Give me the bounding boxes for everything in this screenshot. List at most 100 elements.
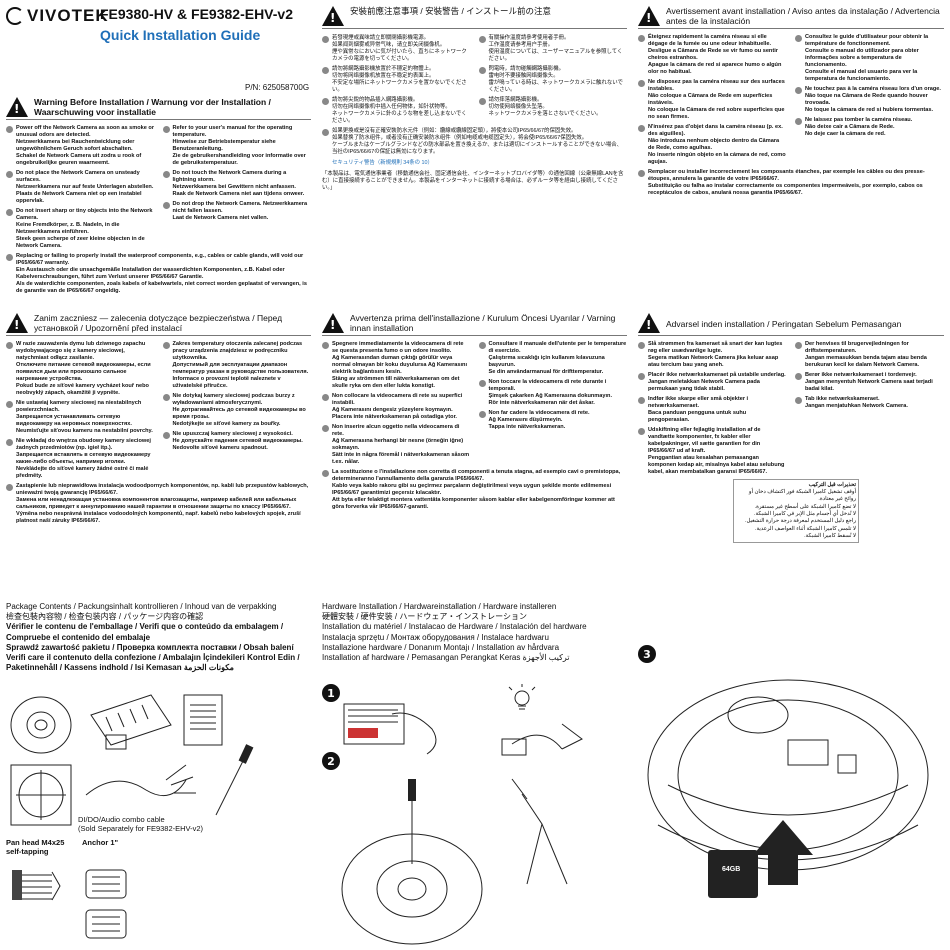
arabic-line: لا تُسقط كاميرا الشبكة. xyxy=(804,532,856,539)
lightning-icon xyxy=(162,394,170,402)
warning-fr-panel: Avertissement avant installation / Aviso… xyxy=(638,6,944,200)
thermometer-icon xyxy=(478,342,486,350)
smoke-icon xyxy=(638,342,645,349)
guide-title: Quick Installation Guide xyxy=(100,27,261,43)
waterproof-icon xyxy=(322,129,329,137)
warning-it-left-col: Spegnere immediatamente la videocamera d… xyxy=(322,341,471,469)
brand-name: VIVOTEK xyxy=(27,6,109,25)
waterproof-icon xyxy=(6,254,13,262)
warning-it-header: Avvertenza prima dell'installazione / Ku… xyxy=(322,313,627,337)
screwdriver-illustration xyxy=(215,744,254,816)
arabic-warning-box: تحذيرات قبل التركيب أوقف تشغيل كاميرا ال… xyxy=(733,478,859,544)
lightning-icon xyxy=(478,67,486,75)
warning-it-right-col: Consultare il manuale dell'utente per le… xyxy=(478,341,628,469)
sharp-object-icon xyxy=(638,396,645,404)
warning-da-panel: Advarsel inden installation / Peringatan… xyxy=(638,313,944,544)
arabic-line: لا تُدخل أي أجسام مثل الإبر في كاميرا ال… xyxy=(754,510,856,517)
warning-pl-title: Zanim zaczniesz — zalecenia dotyczące be… xyxy=(34,313,283,334)
warning-fr-left-col: Éteignez rapidement la caméra réseau si … xyxy=(638,34,787,169)
thermometer-icon xyxy=(162,126,170,134)
anchor-label: Anchor 1" xyxy=(82,838,119,847)
warning-da-right-col: Der henvises til brugervejledningen for … xyxy=(795,341,944,479)
arabic-line: أوقف تشغيل كاميرا الشبكة فور اكتشاف دخان… xyxy=(748,489,856,503)
warning-en-title: Warning Before Installation / Warnung vo… xyxy=(34,97,271,118)
warning-cjk-left-col: 若發現煙或異味請立即關閉攝影機電源。如果闻到烟雾或异常气味，请立即关闭摄像机。煙… xyxy=(322,35,471,128)
thermometer-icon xyxy=(478,36,486,43)
unsteady-surface-icon xyxy=(322,394,329,402)
warning-pl-right-col: Zakres temperatury otoczenia zalecanej p… xyxy=(162,341,312,483)
step-1-badge: 1 xyxy=(322,684,340,702)
security-warning-heading: セキュリティ警告（新規規則 34条の 10） xyxy=(332,160,433,167)
list-item: Do not drop the Network Camera. Netzwerk… xyxy=(162,201,312,222)
part-number: P/N: 625058700G xyxy=(245,83,310,92)
sharp-object-icon xyxy=(6,209,13,217)
combo-cable-illustration xyxy=(85,764,196,797)
warning-cjk-title: 安裝前應注意事項 / 安裝警告 / インストール前の注意 xyxy=(350,6,552,16)
warning-triangle-icon xyxy=(322,6,344,26)
microsd-capacity-label: 64GB xyxy=(722,866,741,873)
smoke-icon xyxy=(322,36,329,43)
list-item: Do not touch the Network Camera during a… xyxy=(162,170,312,198)
warning-da-header: Advarsel inden installation / Peringatan… xyxy=(638,313,944,336)
warning-cjk-warranty: 如果更換或是沒有正確安裝防水元件（例如：纜線或纜線固定頭），將使本公司IP65/… xyxy=(322,128,627,192)
warning-cjk-right-col: 有關操作溫度請參考使用者手冊。工作温度请参考用户手册。使用温度については、ユーザ… xyxy=(478,35,628,128)
warning-triangle-icon xyxy=(638,6,660,26)
drop-icon xyxy=(478,98,486,106)
drop-icon xyxy=(478,411,486,419)
arrow-up-icon xyxy=(753,820,813,885)
thermometer-icon xyxy=(162,342,170,350)
warning-triangle-icon xyxy=(322,313,344,333)
warning-cjk-panel: 安裝前應注意事項 / 安裝警告 / インストール前の注意 若發現煙或異味請立即關… xyxy=(322,6,627,192)
package-contents-title: Package Contents / Packungsinhalt kontro… xyxy=(6,602,300,673)
hardware-steps-illustration xyxy=(341,684,583,945)
combo-cable-caption: DI/DO/Audio combo cable (Sold Separately… xyxy=(78,815,204,833)
screw-label: Pan head M4x25 self-tapping xyxy=(6,838,65,856)
step-3-badge: 3 xyxy=(638,645,656,663)
warning-pl-warranty: Zastąpienie lub nieprawidłowa instalacja… xyxy=(6,483,311,525)
alignment-sticker-illustration xyxy=(10,764,72,826)
warning-cjk-header: 安裝前應注意事項 / 安裝警告 / インストール前の注意 xyxy=(322,6,627,29)
screw-pack-illustration xyxy=(90,694,172,750)
unsteady-surface-icon xyxy=(638,80,645,88)
thermometer-icon xyxy=(795,342,802,349)
wire-cutter-illustration xyxy=(511,778,568,885)
list-item: Do not insert sharp or tiny objects into… xyxy=(6,208,155,250)
unsteady-surface-icon xyxy=(322,67,329,75)
drop-icon xyxy=(795,118,802,126)
drop-icon xyxy=(162,202,170,210)
unsteady-surface-icon xyxy=(6,401,13,409)
warning-it-warranty: La sostituzione o l'installazione non co… xyxy=(322,469,627,511)
arabic-warning-title: تحذيرات قبل التركيب xyxy=(808,481,856,488)
document-illustration xyxy=(183,694,223,746)
thermometer-icon xyxy=(795,35,802,43)
lightning-icon xyxy=(795,372,802,380)
warning-triangle-icon xyxy=(6,313,28,333)
screwdriver-illustration xyxy=(408,779,416,864)
warning-pl-left-col: W razie zauważenia dymu lub dziwnego zap… xyxy=(6,341,155,483)
smoke-icon xyxy=(6,342,13,350)
network-cable-illustration xyxy=(501,723,583,756)
step-2-badge: 2 xyxy=(322,752,340,770)
mac-label-illustration xyxy=(343,703,437,755)
lightning-icon xyxy=(478,380,486,388)
warning-fr-header: Avertissement avant installation / Aviso… xyxy=(638,6,944,30)
hardware-installation-title: Hardware Installation / Hardwareinstalla… xyxy=(322,602,587,663)
warning-fr-title: Avertissement avant installation / Aviso… xyxy=(666,6,940,27)
microsd-install-illustration xyxy=(647,679,929,898)
warning-pl-header: Zanim zaczniesz — zalecenia dotyczące be… xyxy=(6,313,311,337)
lightning-icon xyxy=(795,87,802,95)
sharp-object-icon xyxy=(322,425,329,433)
unsteady-surface-icon xyxy=(6,171,13,179)
sharp-object-icon xyxy=(638,125,645,133)
drop-icon xyxy=(162,432,170,440)
waterproof-icon xyxy=(638,170,645,178)
warning-fr-warranty: Remplacer ou installer incorrectement le… xyxy=(638,169,944,197)
warning-en-right-col: Refer to your user's manual for the oper… xyxy=(162,125,312,253)
package-contents-illustration xyxy=(10,694,254,939)
anchor-illustration xyxy=(85,869,127,939)
lightbulb-icon xyxy=(508,684,536,710)
smoke-icon xyxy=(6,126,13,134)
warning-en-left-col: Power off the Network Camera as soon as … xyxy=(6,125,155,253)
sharp-object-icon xyxy=(6,439,13,447)
lightning-icon xyxy=(162,171,170,179)
